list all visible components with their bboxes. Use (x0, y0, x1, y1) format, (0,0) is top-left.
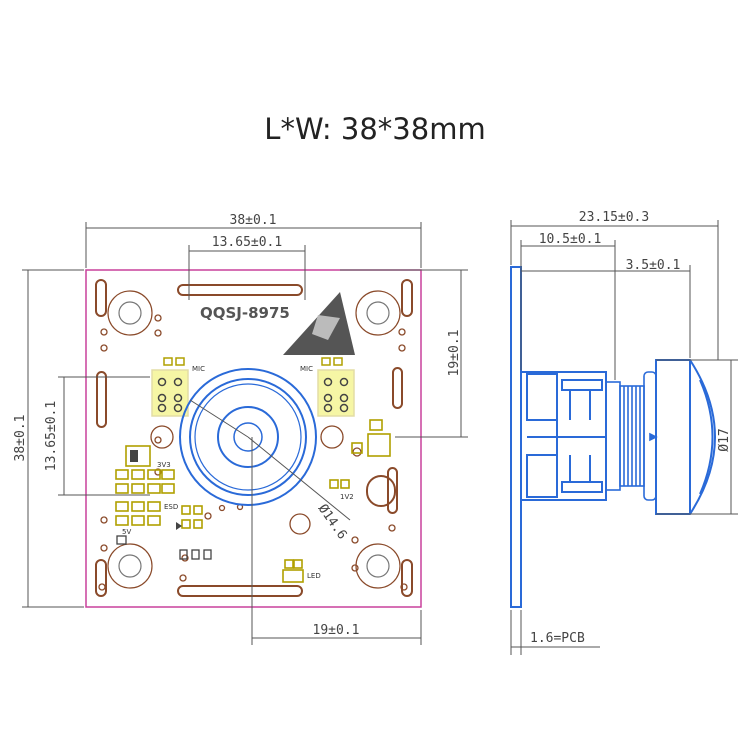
dim-top-width: 38±0.1 (230, 213, 277, 228)
lens-barrel-side (605, 371, 658, 501)
dim-total-depth: 23.15±0.3 (579, 210, 649, 225)
mount-hole-br (355, 543, 401, 589)
v12-label: 1V2 (340, 493, 354, 501)
front-dimension-lines (22, 222, 468, 645)
vias (98, 314, 408, 591)
dim-mid-depth: 10.5±0.1 (539, 232, 602, 247)
mounting-holes (107, 290, 401, 589)
dim-top-inner: 13.65±0.1 (212, 235, 282, 250)
v5-label: 5V (122, 528, 131, 536)
dim-bottom-width: 19±0.1 (313, 623, 360, 638)
left-components (115, 445, 212, 560)
slot-pads (95, 279, 413, 597)
page-title: L*W: 38*38mm (264, 112, 486, 146)
mount-hole-bl (107, 543, 153, 589)
mic-left (151, 357, 189, 417)
dim-lens-diameter-side: Ø17 (717, 428, 732, 451)
right-components (329, 419, 391, 489)
esd-label: ESD (164, 503, 178, 511)
dim-right-height: 19±0.1 (447, 330, 462, 377)
lens-holder-side (520, 371, 607, 501)
side-view: 23.15±0.3 10.5±0.1 3.5±0.1 Ø17 1.6=PCB (510, 210, 738, 655)
model-label: QQSJ-8975 (200, 304, 290, 322)
mic-label-right: MIC (300, 365, 313, 373)
small-pads-bottom (179, 549, 212, 560)
mount-hole-tr (355, 290, 401, 336)
dim-lens-depth: 3.5±0.1 (626, 258, 681, 273)
dim-left-inner: 13.65±0.1 (44, 401, 59, 471)
lens-diameter-label: Ø14.6 (315, 502, 350, 543)
led-label: LED (307, 572, 321, 580)
side-dimension-lines (510, 220, 738, 655)
logo-icon (283, 292, 355, 355)
pcb-side (510, 266, 522, 608)
dim-pcb-thickness: 1.6=PCB (530, 631, 585, 646)
mic-right (317, 357, 355, 417)
lens-dome-side (655, 359, 716, 515)
lens-front (179, 368, 351, 521)
mic-label-left: MIC (192, 365, 205, 373)
mount-hole-tl (107, 290, 153, 336)
dim-left-height: 38±0.1 (13, 415, 28, 462)
led-component (282, 559, 304, 583)
front-view: QQSJ-8975 MIC MIC (13, 213, 468, 645)
pcb-outline (85, 269, 422, 608)
v33-label: 3V3 (157, 461, 171, 469)
